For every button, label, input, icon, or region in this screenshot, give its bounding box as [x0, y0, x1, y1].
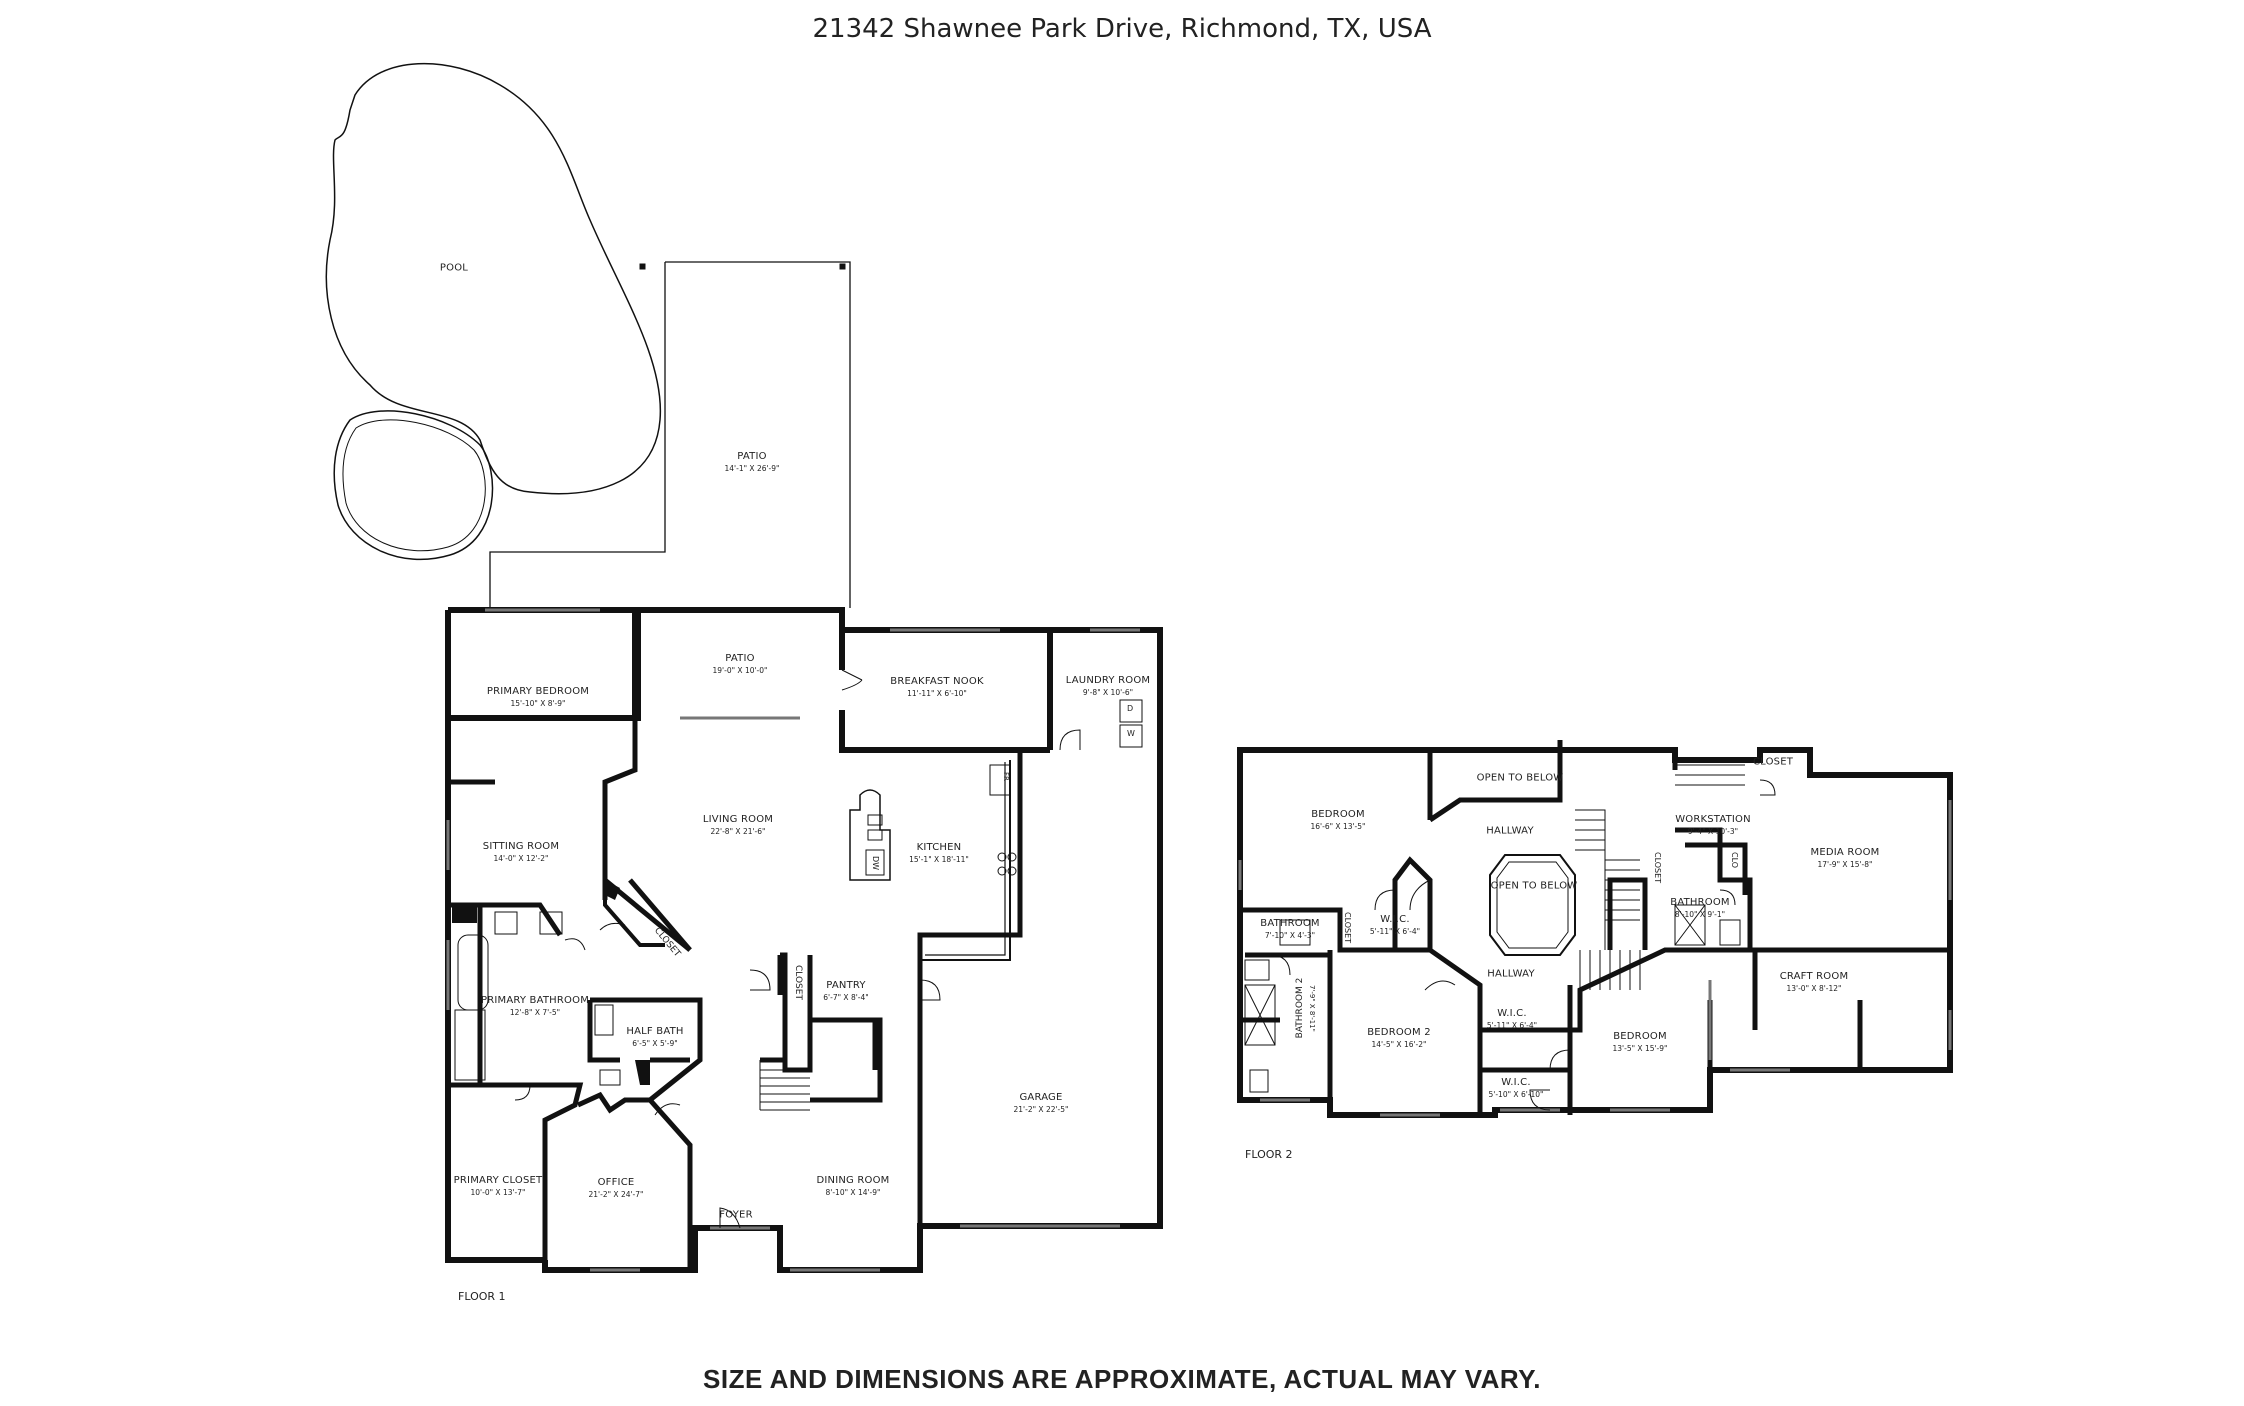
washer-box — [1119, 724, 1143, 748]
label-closet-stair: CLOSET — [1653, 852, 1662, 884]
label-closet-ws: CLO — [1730, 852, 1739, 869]
doors — [514, 669, 1081, 1229]
interior-wall — [839, 710, 845, 721]
interior-wall — [1428, 947, 1758, 1033]
appliance — [867, 829, 883, 841]
interior-wall — [810, 1017, 883, 1103]
label-dishwasher: DW — [871, 856, 880, 871]
label-dryer: D — [1127, 704, 1134, 713]
dishwasher-box — [865, 849, 885, 876]
label-fridge: FR — [1002, 772, 1010, 781]
stairs — [1575, 809, 1641, 990]
dark-fill — [635, 1060, 650, 1085]
interior-wall — [1240, 747, 1678, 820]
bathtub — [457, 934, 489, 1011]
patio-post — [839, 263, 846, 270]
interior-wall — [628, 878, 692, 952]
counter — [920, 760, 1011, 961]
floor-1-label: FLOOR 1 — [458, 1290, 506, 1303]
stairs — [759, 1060, 810, 1111]
label-closet-bath: CLOSET — [1343, 912, 1352, 944]
interior-wall — [917, 750, 1023, 1226]
spa-inner — [342, 419, 486, 552]
floor-2-plan — [1237, 740, 1953, 1118]
interior-wall — [1675, 827, 1753, 950]
exterior-wall — [839, 710, 1050, 753]
interior-wall — [1685, 842, 1748, 895]
windows — [446, 608, 1140, 1272]
spa-outline — [333, 410, 494, 561]
interior-wall — [576, 1091, 693, 1270]
exterior-wall — [445, 607, 638, 721]
open-to-below-void — [1489, 854, 1576, 956]
shower — [454, 1009, 486, 1081]
pool-outline — [325, 62, 662, 495]
dark-fill — [452, 905, 477, 923]
dryer-box — [1119, 699, 1143, 723]
bathroom-2-dims: 7'-9" X 8'-11" — [1308, 985, 1316, 1032]
interior-wall — [448, 1082, 584, 1260]
kitchen-island — [849, 789, 891, 881]
exterior-wall — [542, 627, 1163, 1273]
label-washer: W — [1127, 729, 1135, 738]
floor-1-plan — [325, 62, 1163, 1273]
dark-fill — [605, 880, 620, 900]
interior-wall — [603, 878, 692, 952]
disclaimer: SIZE AND DIMENSIONS ARE APPROXIMATE, ACT… — [703, 1364, 1541, 1394]
interior-wall — [1240, 856, 1433, 953]
floor-2-label: FLOOR 2 — [1245, 1148, 1293, 1161]
label-closet-pantry: CLOSET — [793, 965, 803, 1000]
interior-wall — [587, 1000, 620, 1063]
appliance — [867, 814, 883, 826]
patio-outline — [489, 261, 851, 610]
counter — [925, 762, 1006, 956]
exterior-wall — [635, 607, 845, 721]
patio-post — [639, 263, 646, 270]
interior-wall — [602, 718, 638, 900]
interior-wall — [590, 997, 703, 1102]
interior-wall — [1428, 740, 1563, 823]
address-title: 21342 Shawnee Park Drive, Richmond, TX, … — [812, 14, 1432, 44]
fridge-box — [989, 764, 1011, 796]
exterior-wall — [445, 610, 545, 1263]
